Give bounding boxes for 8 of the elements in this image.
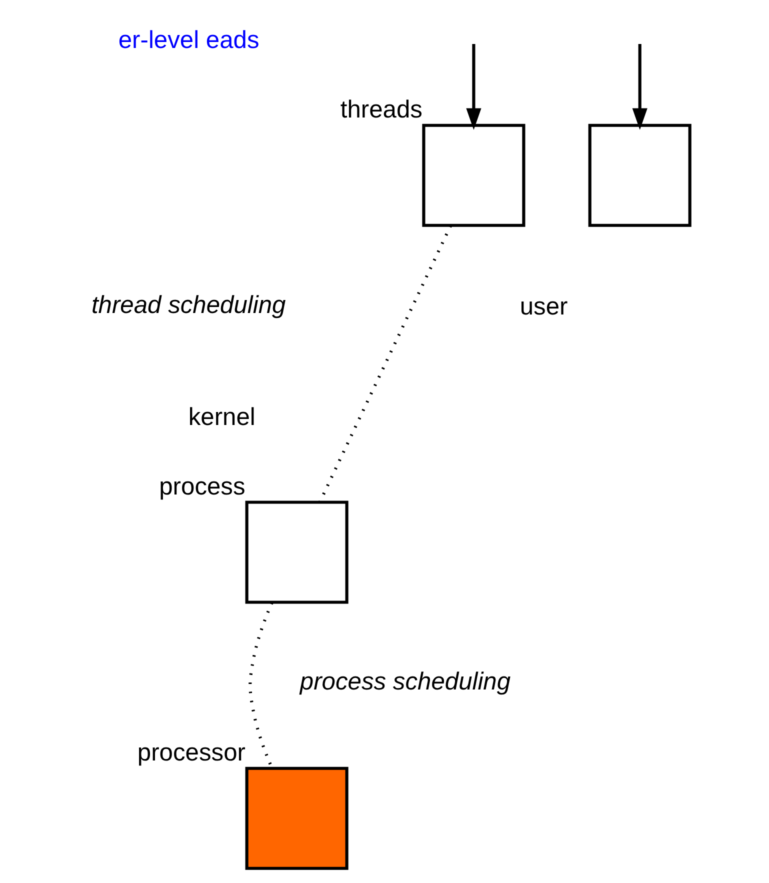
label: er-level eads [118,27,260,54]
label: process scheduling [300,668,511,696]
label: user [520,293,568,320]
node-label: process [159,473,246,500]
label: thread scheduling [91,292,286,319]
node-label: processor [137,739,246,766]
node-label: threads [340,96,422,124]
label: kernel [188,404,256,432]
